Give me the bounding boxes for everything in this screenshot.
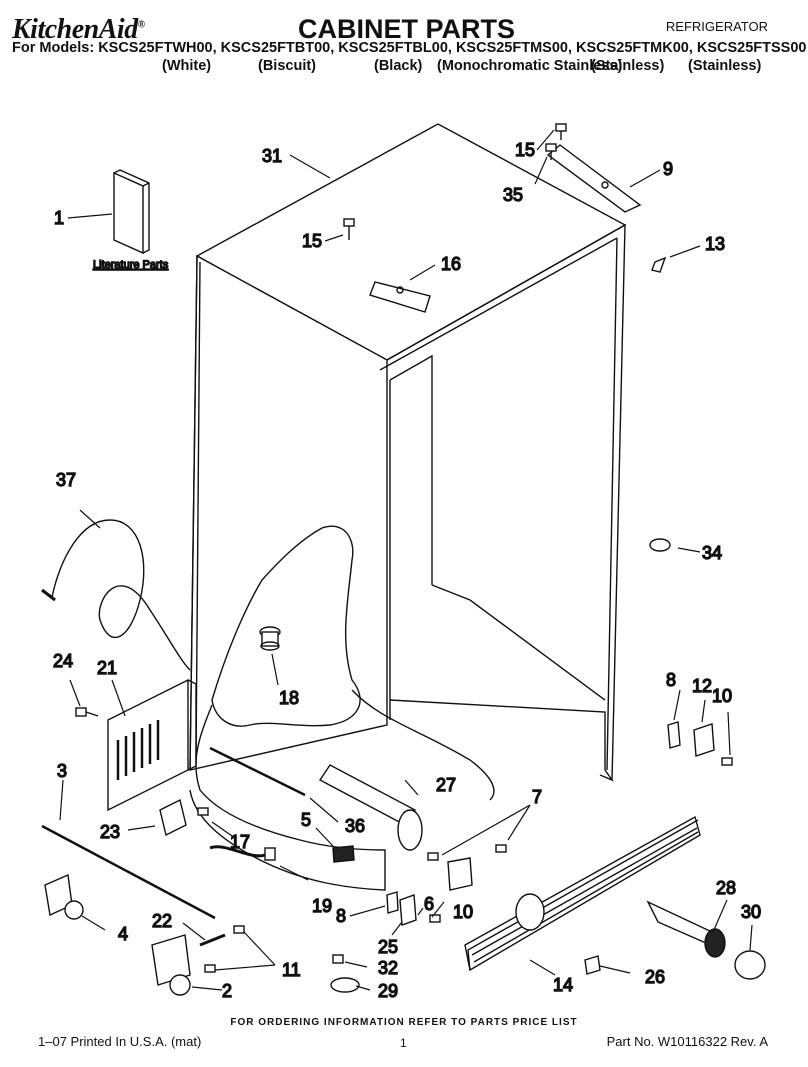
ordering-note: FOR ORDERING INFORMATION REFER TO PARTS … xyxy=(230,1017,578,1028)
water-filter xyxy=(646,900,726,958)
hole-plug xyxy=(649,538,671,552)
callout-21: 21 xyxy=(97,658,117,678)
callout-25: 25 xyxy=(378,937,398,957)
registered-mark: ® xyxy=(137,19,145,31)
callout-36: 36 xyxy=(345,816,365,836)
hinge-25 xyxy=(399,894,417,926)
variant-stainless-1: (Stainless) xyxy=(591,58,665,74)
callout-26: 26 xyxy=(645,967,665,987)
cord-plug xyxy=(41,588,56,602)
callout-13: 13 xyxy=(705,234,725,254)
foam-block xyxy=(332,845,355,863)
screw-32 xyxy=(332,954,344,964)
callout-12: 12 xyxy=(692,676,712,696)
callout-11: 11 xyxy=(282,960,301,980)
page-title: CABINET PARTS xyxy=(298,14,516,44)
bracket-6 xyxy=(447,857,473,891)
callout-2: 2 xyxy=(222,981,232,1001)
callout-37: 37 xyxy=(56,470,76,490)
leader-lines xyxy=(59,129,753,991)
tube-fitting xyxy=(264,847,276,861)
door-stop-clip xyxy=(651,256,667,273)
water-tube xyxy=(209,845,266,858)
variant-black: (Black) xyxy=(374,58,423,74)
leg-plate-29 xyxy=(330,977,360,993)
callout-35: 35 xyxy=(503,185,523,205)
callout-22: 22 xyxy=(152,911,172,931)
bolt-22 xyxy=(199,933,226,947)
callout-5: 5 xyxy=(301,810,311,830)
literature-booklet xyxy=(113,169,150,255)
callout-28: 28 xyxy=(716,878,736,898)
hinge-plate-8b xyxy=(667,721,681,749)
literature-parts-label: Literature Parts xyxy=(93,259,169,271)
hinge-plate-8a xyxy=(386,891,399,914)
variant-stainless-2: (Stainless) xyxy=(688,58,762,74)
callout-19: 19 xyxy=(312,896,332,916)
power-cord-coil xyxy=(51,519,191,671)
variant-white: (White) xyxy=(162,58,212,74)
callout-24: 24 xyxy=(53,651,73,671)
callout-3: 3 xyxy=(57,761,67,781)
heater-rod xyxy=(209,746,306,797)
models-line: For Models: KSCS25FTWH00, KSCS25FTBT00, … xyxy=(12,40,807,56)
variant-biscuit: (Biscuit) xyxy=(258,58,316,74)
callout-14: 14 xyxy=(553,975,573,995)
callout-17: 17 xyxy=(230,832,250,852)
callout-8-left: 8 xyxy=(336,906,346,926)
base-grille xyxy=(464,815,701,972)
variant-monochromatic: (Monochromatic Stainless) xyxy=(437,58,623,74)
screw-24 xyxy=(75,707,99,717)
hinge-bracket-23 xyxy=(159,798,187,837)
callout-34: 34 xyxy=(702,543,722,563)
screw-7b xyxy=(495,844,507,853)
callout-9: 9 xyxy=(663,159,673,179)
top-hinge-left xyxy=(369,281,431,313)
screw-7a xyxy=(427,852,439,861)
screw-10a xyxy=(429,914,441,923)
callout-31: 31 xyxy=(262,146,282,166)
callout-8-right: 8 xyxy=(666,670,676,690)
print-info: 1–07 Printed In U.S.A. (mat) xyxy=(38,1034,202,1049)
callout-10-bottom: 10 xyxy=(453,902,473,922)
screw-11b xyxy=(204,964,216,973)
callout-4: 4 xyxy=(118,924,128,944)
appliance-category: REFRIGERATOR xyxy=(665,19,768,34)
grille-clip-26 xyxy=(584,955,601,975)
rear-roller xyxy=(44,873,84,920)
screw-15a xyxy=(555,123,567,140)
filter-cap xyxy=(734,950,766,980)
callout-6: 6 xyxy=(424,894,434,914)
rear-access-cover xyxy=(107,678,197,812)
callout-7: 7 xyxy=(532,787,542,807)
part-number: Part No. W10116322 Rev. A xyxy=(606,1034,768,1049)
brand-name: KitchenAid xyxy=(12,14,138,45)
brand-logo: KitchenAid® xyxy=(12,14,145,46)
callout-1: 1 xyxy=(54,208,64,228)
callout-27: 27 xyxy=(436,775,456,795)
screw-10b xyxy=(721,757,733,766)
screw-35 xyxy=(545,143,557,160)
callout-23: 23 xyxy=(100,822,120,842)
hinge-12 xyxy=(693,723,715,757)
callout-15-left: 15 xyxy=(302,231,322,251)
screw-15b xyxy=(343,218,355,240)
callout-30: 30 xyxy=(741,902,761,922)
callout-10-right: 10 xyxy=(712,686,732,706)
page-number: 1 xyxy=(400,1036,407,1050)
leveling-rod xyxy=(41,824,216,920)
callout-29: 29 xyxy=(378,981,398,1001)
callout-16: 16 xyxy=(441,254,461,274)
callout-18: 18 xyxy=(279,688,299,708)
callout-32: 32 xyxy=(378,958,398,978)
front-roller xyxy=(151,934,191,996)
drain-grommet xyxy=(259,626,281,651)
screw-17 xyxy=(197,807,209,816)
screw-11a xyxy=(233,925,245,934)
callout-15-top: 15 xyxy=(515,140,535,160)
auger-motor-housing xyxy=(318,764,423,851)
